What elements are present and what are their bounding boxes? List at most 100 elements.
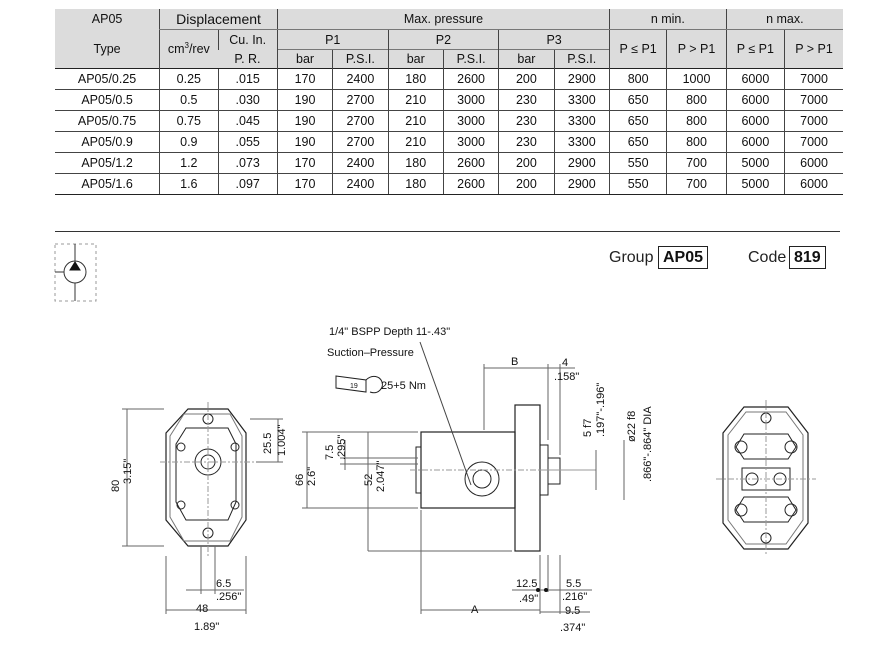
row-type-cell: AP05/0.25 (55, 68, 160, 90)
table-cell: 3300 (553, 110, 610, 132)
table-cell: 2700 (332, 110, 389, 132)
table-cell: .097 (217, 173, 278, 195)
table-cell: 2900 (553, 68, 610, 90)
table-cell: 6000 (725, 89, 785, 111)
code-label: Code (748, 249, 787, 266)
table-cell: 650 (608, 110, 667, 132)
port-note: 1/4" BSPP Depth 11-.43" (329, 326, 450, 338)
table-cell: 7000 (784, 131, 843, 153)
table-cell: 3000 (442, 89, 499, 111)
rear-view (716, 400, 816, 556)
spec-table: AP05 Displacement Max. pressure n min. n… (55, 9, 843, 195)
row-type-cell: AP05/1.2 (55, 152, 160, 174)
pump-symbol-icon (54, 243, 97, 302)
table-cell: 700 (666, 152, 727, 174)
front-view (122, 402, 283, 614)
table-cell: 200 (498, 152, 555, 174)
wrench-size: 19 (350, 383, 358, 390)
table-cell: 1.6 (159, 173, 218, 195)
table-cell: 210 (387, 131, 444, 153)
header-nmin-le: P ≤ P1 (608, 29, 667, 69)
table-cell: .073 (217, 152, 278, 174)
table-cell: 3000 (442, 110, 499, 132)
side-d55-mm: 5.5 (566, 578, 581, 590)
group-label: Group (609, 249, 654, 266)
side-d95-in: .374" (560, 622, 585, 634)
table-cell: 650 (608, 89, 667, 111)
table-cell: 0.9 (159, 131, 218, 153)
header-type-top: AP05 (55, 9, 160, 30)
group-value: AP05 (658, 246, 709, 269)
front-width-mm: 48 (196, 603, 208, 615)
table-cell: 7000 (784, 110, 843, 132)
front-centre-in: 1.004" (276, 424, 288, 456)
side-view (302, 341, 625, 614)
table-cell: 170 (276, 173, 333, 195)
table-cell: 2600 (442, 68, 499, 90)
table-cell: 550 (608, 152, 667, 174)
side-h7-in: .295" (336, 435, 348, 460)
header-type: Type (55, 29, 160, 69)
torque-value: 25+5 Nm (381, 380, 426, 392)
side-d12-in: .49" (519, 593, 538, 605)
table-cell: 6000 (784, 152, 843, 174)
table-cell: .055 (217, 131, 278, 153)
table-cell: .015 (217, 68, 278, 90)
header-cuin: Cu. In. (217, 29, 278, 50)
table-cell: 180 (387, 68, 444, 90)
table-cell: 190 (276, 131, 333, 153)
table-cell: .045 (217, 110, 278, 132)
header-pr: P. R. (218, 49, 278, 69)
side-key-in: .197"-.196" (595, 383, 607, 437)
cm3-sup: 3 (184, 40, 189, 50)
table-cell: 230 (498, 110, 555, 132)
table-cell: 1.2 (159, 152, 218, 174)
row-type-cell: AP05/0.5 (55, 89, 160, 111)
table-cell: 230 (498, 131, 555, 153)
table-cell: 2900 (553, 152, 610, 174)
side-d12-mm: 12.5 (516, 578, 537, 590)
header-nmin-gt: P > P1 (666, 29, 727, 69)
table-cell: 7000 (784, 89, 843, 111)
side-h52-mm: 52 (363, 474, 375, 486)
row-type-cell: AP05/0.9 (55, 131, 160, 153)
dim-dot (544, 588, 548, 592)
side-d55-in: .216" (562, 591, 587, 603)
wrench-icon (335, 375, 383, 394)
table-cell: 3300 (553, 89, 610, 111)
side-dim-a: A (471, 604, 479, 616)
side-d4-mm: 4 (562, 357, 568, 369)
table-cell: 2400 (332, 173, 389, 195)
table-cell: 190 (276, 110, 333, 132)
table-cell: 800 (666, 89, 727, 111)
side-shaft-in: .866"-.864" DIA (642, 406, 654, 482)
table-cell: 6000 (725, 68, 785, 90)
table-cell: 800 (666, 110, 727, 132)
header-p3-psi: P.S.I. (553, 49, 610, 69)
table-header: AP05 Displacement Max. pressure n min. n… (55, 9, 843, 69)
header-p2-psi: P.S.I. (442, 49, 499, 69)
table-cell: 550 (608, 173, 667, 195)
table-cell: 6000 (784, 173, 843, 195)
dim-dot (536, 588, 540, 592)
header-p1-bar: bar (276, 49, 333, 69)
table-cell: 800 (666, 131, 727, 153)
table-cell: 6000 (725, 131, 785, 153)
header-p1-psi: P.S.I. (332, 49, 389, 69)
front-width-in: 1.89" (194, 621, 219, 633)
header-n-min: n min. (608, 9, 727, 30)
table-cell: 5000 (725, 173, 785, 195)
table-cell: 200 (498, 68, 555, 90)
header-nmax-gt: P > P1 (784, 29, 843, 69)
table-cell: .030 (217, 89, 278, 111)
header-p2-bar: bar (387, 49, 444, 69)
suction-pressure-label: Suction–Pressure (327, 347, 414, 359)
header-n-max: n max. (725, 9, 843, 30)
side-h52-in: 2.047" (375, 460, 387, 492)
